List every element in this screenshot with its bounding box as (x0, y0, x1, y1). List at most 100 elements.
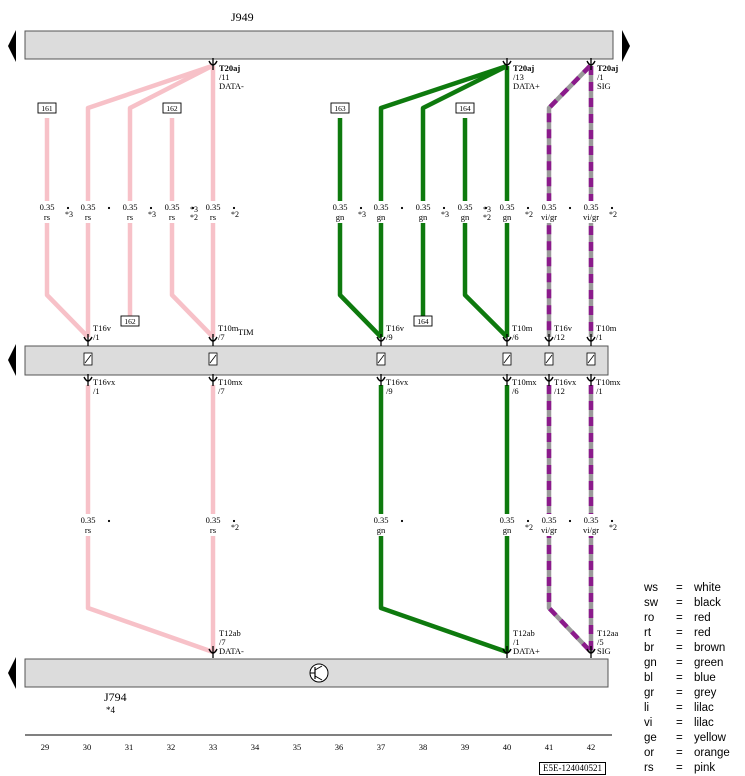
connector-terminal-lower (502, 376, 512, 382)
wire-upper-dot (66, 206, 70, 210)
top-pin-terminal (208, 60, 218, 66)
connector-lower-pin: /9 (386, 386, 393, 396)
reference-number: 163 (334, 104, 346, 113)
connector-upper-id: T10m (218, 323, 239, 333)
top-pin-id: T20aj (219, 63, 240, 73)
legend-abbr: rt (644, 627, 652, 639)
wire-upper-3 (127, 63, 214, 316)
note-text: *4 (106, 705, 115, 715)
legend-name: red (694, 612, 711, 624)
wire-upper-size: 0.35 (333, 202, 348, 212)
connector-lower-id: T10mx (596, 377, 621, 387)
wire-upper-note: *2 (483, 213, 491, 222)
reference-number: 164 (459, 104, 471, 113)
reference-box (455, 102, 475, 114)
legend-abbr: bl (644, 672, 653, 684)
legend-abbr: ws (644, 582, 659, 594)
wire-upper-8 (420, 63, 509, 316)
reference-box (120, 315, 140, 327)
bottom-pin-number: /1 (513, 637, 520, 647)
wire-upper-note: *3 (148, 210, 156, 219)
legend-name: lilac (694, 717, 714, 729)
wire-upper-dot (359, 206, 363, 210)
bottom-pin-signal: DATA+ (513, 646, 540, 656)
bottom-pin-number: /7 (219, 637, 226, 647)
wire-lower-color: rs (85, 525, 91, 535)
component-bar-top (24, 30, 614, 60)
legend-name: pink (694, 762, 716, 774)
legend-abbr: or (644, 747, 655, 759)
wire-lower-1 (85, 385, 214, 655)
wire-upper-size: 0.35 (416, 202, 431, 212)
wire-lower-size: 0.35 (374, 515, 389, 525)
component-id: J949 (231, 10, 254, 24)
legend-name: yellow (694, 732, 726, 744)
top-pin-signal: DATA- (219, 81, 244, 91)
legend-abbr: rs (644, 762, 654, 774)
legend-name: brown (694, 642, 726, 654)
column-number: 34 (251, 742, 260, 752)
wire-upper-label-bg (456, 201, 474, 223)
connector-lower-id: T10mx (512, 377, 537, 387)
column-number: 42 (587, 742, 596, 752)
wire-lower-dot (610, 519, 614, 523)
wire-lower-note: *2 (525, 523, 533, 532)
wire-upper-dot (484, 206, 488, 210)
connector-terminal-lower (376, 376, 386, 382)
wire-upper-dot (400, 206, 404, 210)
wire-lower-note: *2 (231, 523, 239, 532)
legend-eq: = (676, 687, 683, 699)
wire-upper-label-bg (498, 201, 516, 223)
wire-upper-dot (442, 206, 446, 210)
legend-eq: = (676, 582, 683, 594)
wire-upper-dot (191, 206, 195, 210)
tim-label: TIM (238, 327, 254, 337)
connector-terminal-lower (208, 376, 218, 382)
wire-upper-dot (107, 206, 111, 210)
wire-lower-size: 0.35 (81, 515, 96, 525)
wire-lower-3 (378, 385, 508, 655)
connector-lower-id: T16vx (93, 377, 116, 387)
bottom-pin-number: /5 (597, 637, 604, 647)
transistor-icon (309, 663, 329, 683)
bottom-pin-id: T12ab (513, 628, 535, 638)
doc-code: E5E-124040521 (539, 762, 606, 775)
wire-upper-color: rs (169, 212, 175, 222)
wire-upper-note: *2 (231, 210, 239, 219)
column-number: 37 (377, 742, 386, 752)
wire-upper-color: gn (461, 212, 470, 222)
legend-eq: = (676, 597, 683, 609)
wire-lower-label-bg (540, 514, 558, 536)
connector-box-mark (377, 354, 385, 364)
connector-bar (24, 345, 609, 376)
wire-upper-11-stripe (546, 64, 592, 337)
wire-upper-color: vi/gr (583, 212, 599, 222)
connector-upper-pin: /9 (386, 332, 393, 342)
legend-eq: = (676, 657, 683, 669)
reference-box (413, 315, 433, 327)
wire-upper-note: *3 (483, 205, 491, 214)
connector-terminal-upper (586, 336, 596, 342)
legend-eq: = (676, 747, 683, 759)
wire-lower-color: vi/gr (583, 525, 599, 535)
legend-eq: = (676, 717, 683, 729)
reference-number: 164 (417, 317, 429, 326)
connector-box-mark (84, 354, 92, 364)
connector-terminal-upper (208, 336, 218, 342)
connector-terminal-lower (544, 376, 554, 382)
wire-lower-size: 0.35 (584, 515, 599, 525)
column-number: 35 (293, 742, 302, 752)
wire-upper-1 (44, 118, 90, 339)
wire-upper-label-bg (414, 201, 432, 223)
top-pin-number: /13 (513, 72, 524, 82)
component-label-top: J949 (231, 10, 254, 25)
wire-upper-color: rs (85, 212, 91, 222)
column-number: 32 (167, 742, 176, 752)
legend-abbr: br (644, 642, 655, 654)
wire-lower-note: *2 (609, 523, 617, 532)
legend-name: grey (694, 687, 717, 699)
column-number: 30 (83, 742, 92, 752)
top-pin-number: /11 (219, 72, 230, 82)
connector-lower-pin: /7 (218, 386, 225, 396)
wire-upper-label-bg (204, 201, 222, 223)
